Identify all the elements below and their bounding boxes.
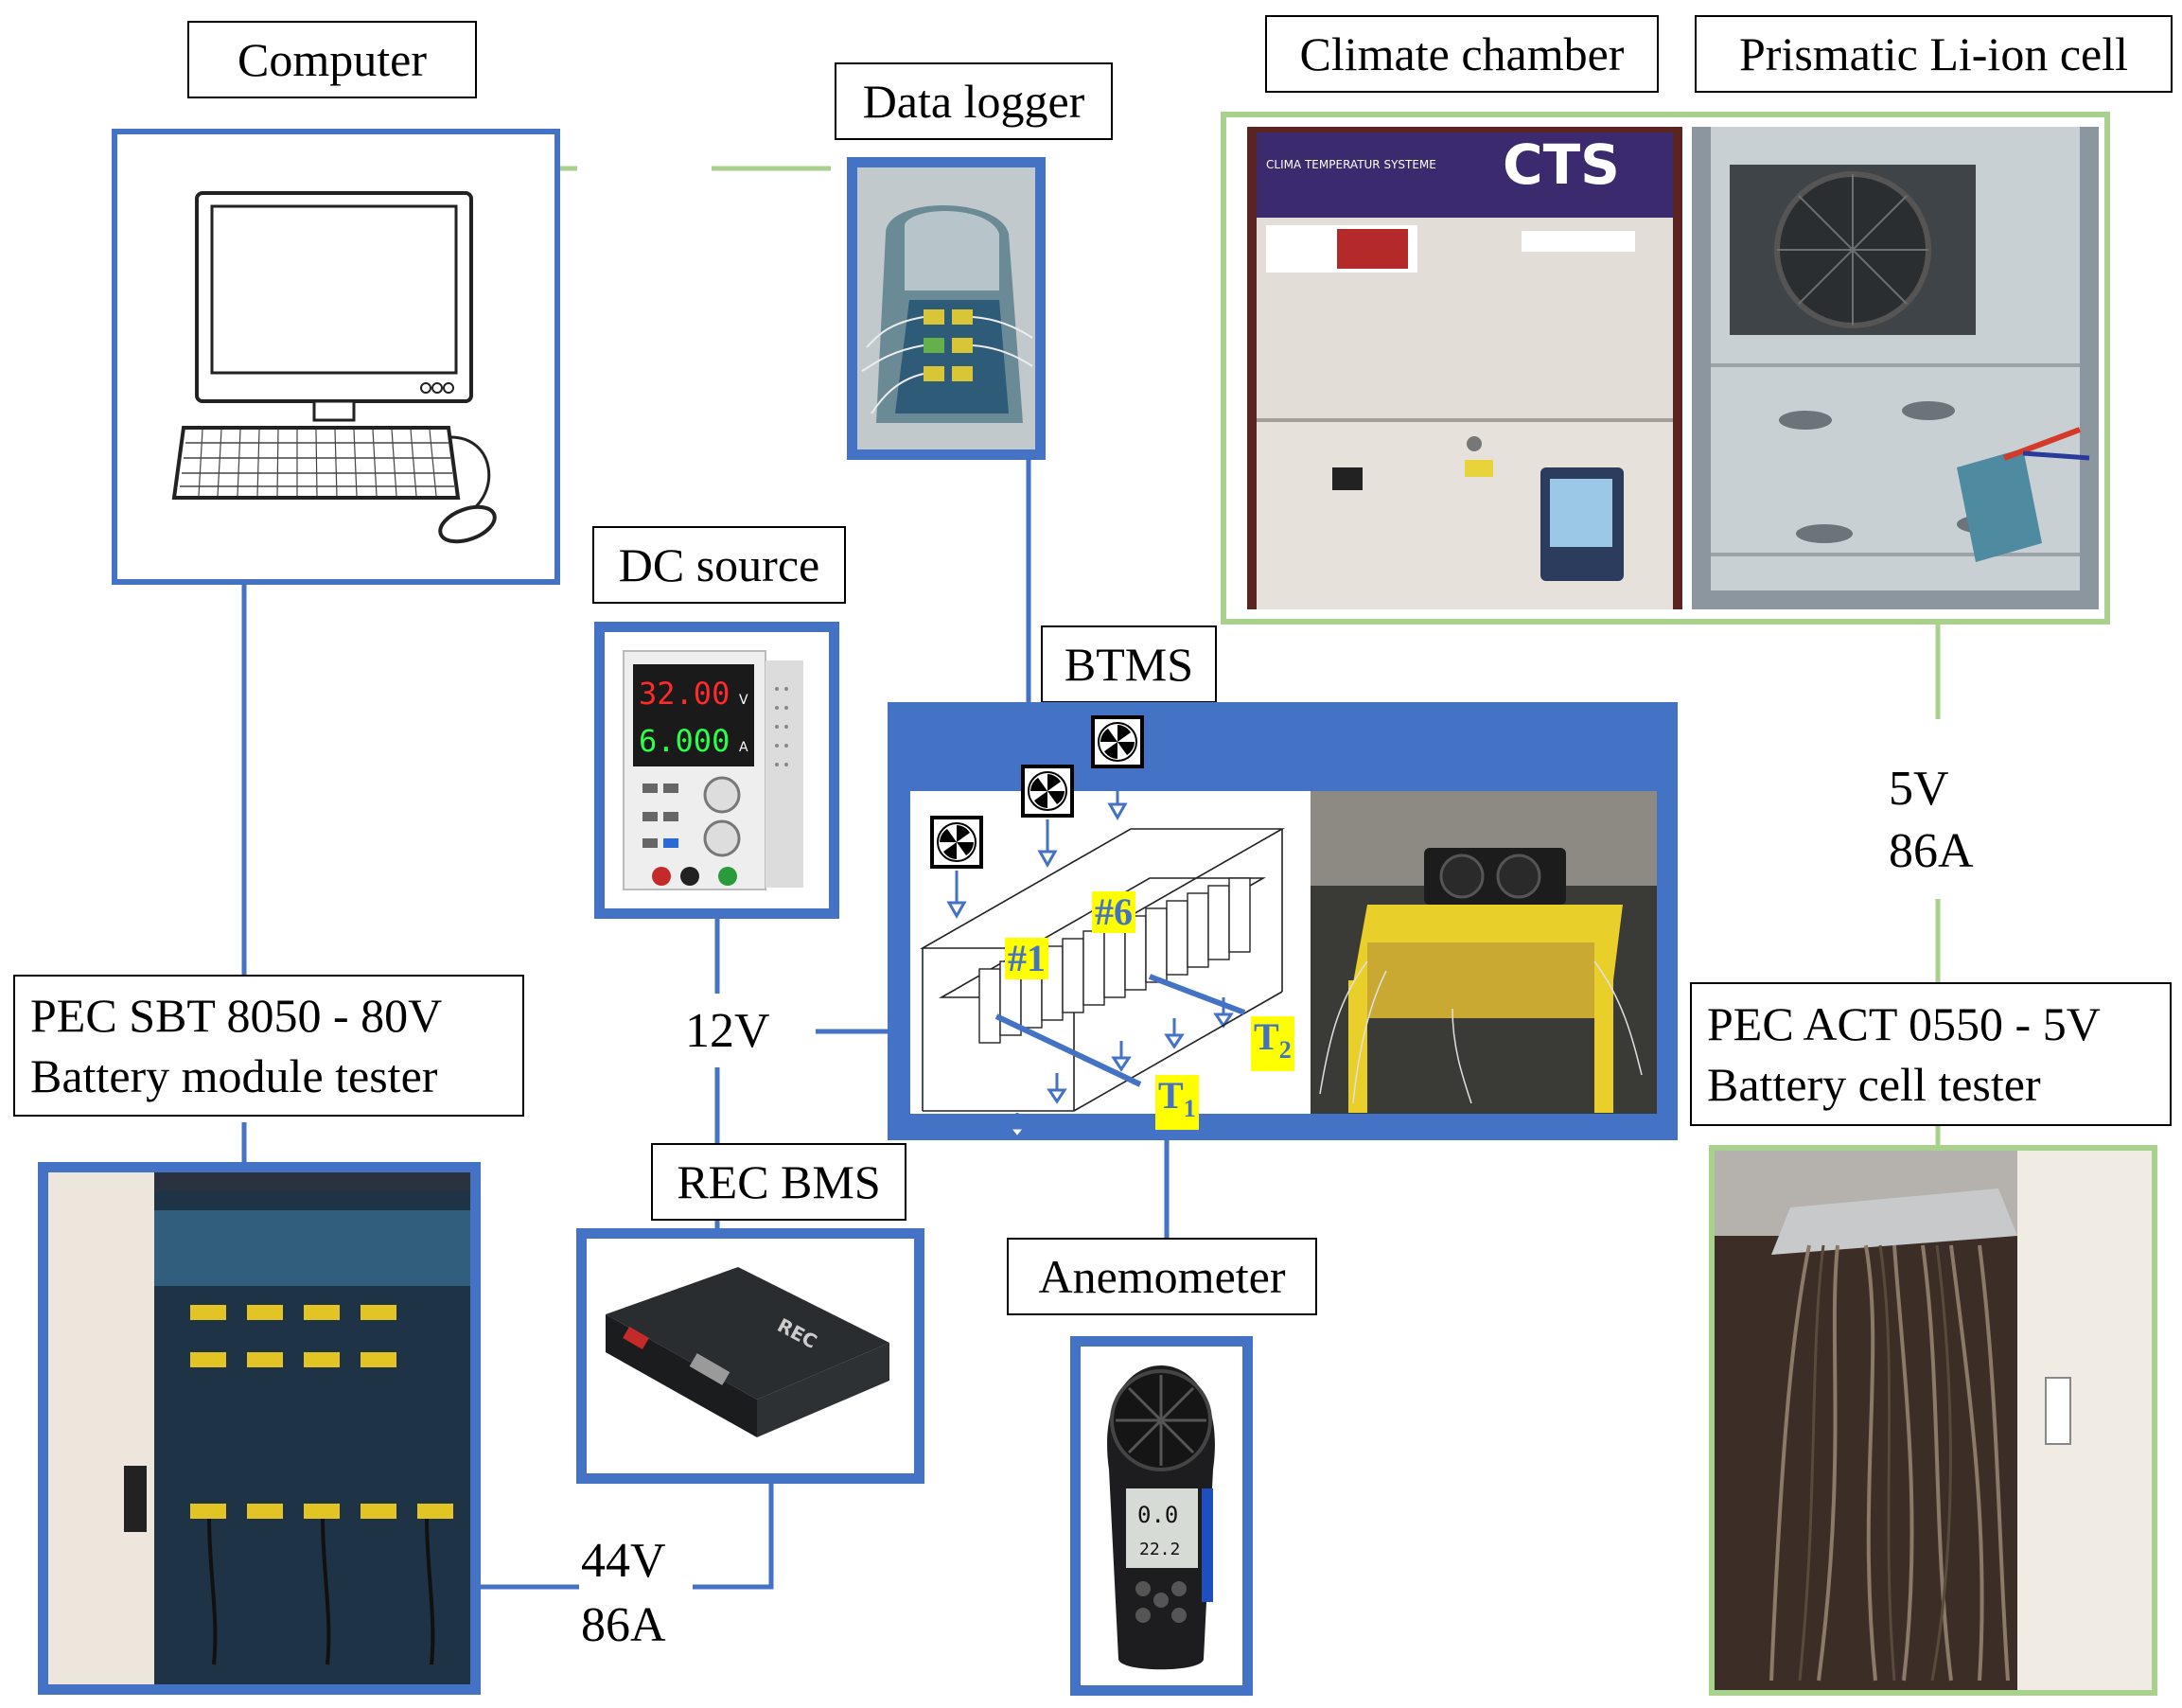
data-logger-photo [857,167,1035,449]
psu-current-readout: 6.000 [639,723,730,759]
module-voltage: 44V [581,1534,666,1588]
rec-bms-box: REC [576,1228,924,1484]
data-logger-label-text: Data logger [862,75,1085,128]
chamber-brand-text: CTS [1503,132,1620,197]
climate-chamber-label-text: Climate chamber [1299,27,1625,80]
psu-current-unit: A [739,740,748,755]
module-tester-box [38,1162,481,1695]
module-tester-label-line2: Battery module tester [30,1049,438,1102]
sensor-t1-tag: T1 [1155,1075,1199,1130]
prismatic-cell-photo [1692,127,2099,609]
cell-tester-label-line1: PEC ACT 0550 - 5V [1707,997,2101,1050]
sensor-line-t1 [994,1013,1142,1087]
fan-icon-3 [1091,715,1144,768]
anemometer-label: Anemometer [1007,1238,1317,1315]
climate-chamber-photo: CTS CLIMA TEMPERATUR SYSTEME [1247,127,1682,609]
module-tester-label-line1: PEC SBT 8050 - 80V [30,989,443,1042]
anemometer-photo: 0.0 22.2 [1081,1347,1242,1685]
prismatic-cell-label: Prismatic Li-ion cell [1695,15,2173,93]
computer-box [112,129,560,585]
dc-source-label: DC source [592,526,846,604]
airflow-arrow-5 [1111,1041,1132,1072]
computer-label-text: Computer [238,33,427,86]
chamber-brand-full-text: CLIMA TEMPERATUR SYSTEME [1266,158,1436,171]
btms-supply-voltage: 12V [685,1004,770,1058]
anemometer-reading-2: 22.2 [1139,1540,1180,1559]
btms-photo [1311,791,1657,1114]
module-tester-photo [48,1172,470,1684]
airflow-arrow-3 [1107,770,1128,821]
data-logger-box [847,157,1046,460]
module-current: 86A [581,1598,666,1652]
fan-icon-2 [1021,765,1074,818]
cell-tester-photo [1715,1151,2152,1690]
dc-source-photo: 32.00 V 6.000 A [605,632,829,908]
link-module-bms-right [693,1484,774,1590]
btms-label: BTMS [1041,625,1217,703]
sensor-line-t2 [1148,974,1246,1015]
prismatic-cell-label-text: Prismatic Li-ion cell [1738,27,2128,80]
cell-tester-box [1709,1145,2157,1696]
anemometer-box: 0.0 22.2 [1070,1336,1253,1696]
airflow-arrow-7 [1213,997,1234,1029]
psu-voltage-unit: V [739,693,748,708]
module-tester-label: PEC SBT 8050 - 80V Battery module tester [13,975,524,1117]
btms-module-drawing [919,715,1286,1140]
airflow-arrow-8 [1006,1113,1029,1140]
rec-bms-label: REC BMS [651,1143,906,1221]
dc-source-box: 32.00 V 6.000 A [594,622,839,919]
airflow-arrow-2 [1037,819,1058,869]
rec-bms-label-text: REC BMS [677,1155,881,1208]
airflow-arrow-4 [1164,1018,1185,1049]
cell-current: 86A [1889,824,1974,878]
cell-1-tag: #1 [1005,938,1048,979]
cell-voltage: 5V [1889,762,1949,816]
climate-chamber-label: Climate chamber [1265,15,1659,93]
dc-source-label-text: DC source [618,538,820,591]
airflow-arrow-6 [1047,1073,1067,1104]
rec-bms-photo: REC [587,1239,914,1473]
anemometer-reading-1: 0.0 [1137,1502,1178,1528]
psu-voltage-readout: 32.00 [639,676,730,712]
sensor-t2-tag: T2 [1251,1016,1294,1071]
cell-6-tag: #6 [1092,891,1135,933]
cell-tester-label: PEC ACT 0550 - 5V Battery cell tester [1690,982,2172,1126]
fan-icon-1 [930,816,983,869]
climate-chamber-frame: CTS CLIMA TEMPERATUR SYSTEME [1221,112,2110,625]
btms-label-text: BTMS [1064,638,1194,691]
computer-icon [171,191,497,544]
cell-tester-label-line2: Battery cell tester [1707,1058,2041,1111]
data-logger-label: Data logger [835,62,1113,140]
computer-label: Computer [187,21,477,98]
anemometer-label-text: Anemometer [1038,1250,1286,1303]
airflow-arrow-1 [946,871,967,920]
